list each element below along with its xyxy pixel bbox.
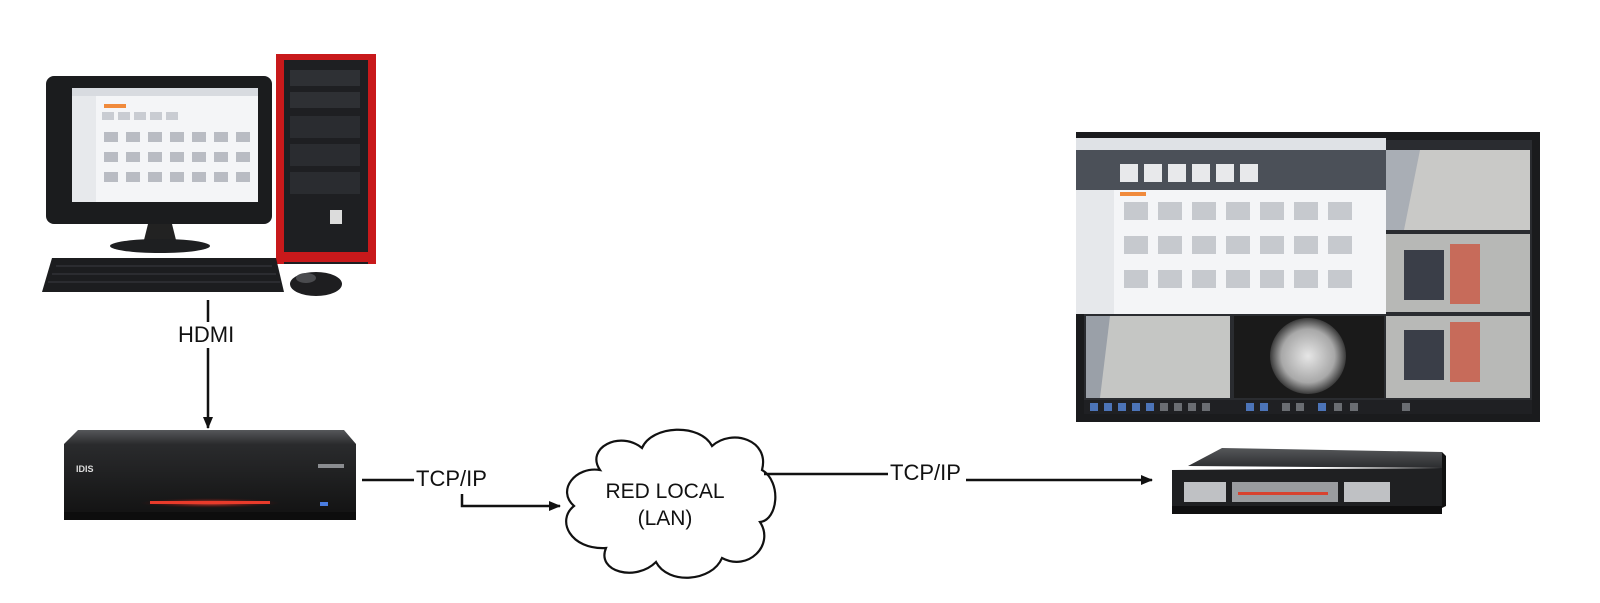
desktop-computer-icon — [42, 54, 376, 296]
lan-cloud-shape — [565, 428, 777, 579]
rack-recorder-icon — [1172, 448, 1446, 514]
video-encoder-box-icon: IDIS — [64, 430, 356, 520]
lan-cloud-label: RED LOCAL (LAN) — [590, 478, 740, 532]
video-wall-display-icon — [1076, 132, 1540, 422]
tcpip-left-label: TCP/IP — [414, 466, 489, 492]
lan-cloud-line1: RED LOCAL — [605, 480, 725, 503]
svg-text:IDIS: IDIS — [76, 464, 94, 474]
tcpip-right-label: TCP/IP — [888, 460, 963, 486]
hdmi-label: HDMI — [176, 322, 237, 348]
tcpip-left-arrow — [460, 494, 561, 511]
lan-cloud-line2: (LAN) — [637, 507, 693, 530]
